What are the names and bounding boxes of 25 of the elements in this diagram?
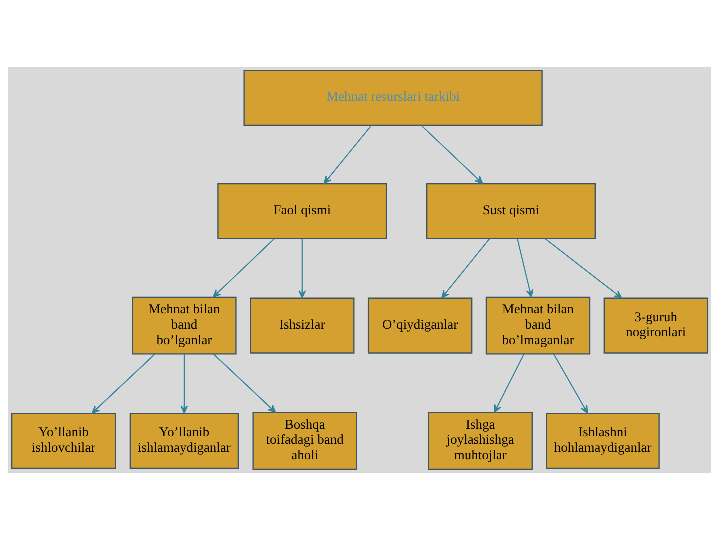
node-box: Sust qismi	[426, 183, 596, 240]
arrow	[517, 238, 534, 298]
node-box: Ishsizlar	[250, 298, 355, 354]
arrow	[213, 354, 276, 414]
node-box: Faol qismi	[218, 183, 388, 240]
node-box: Yo’llanib ishlovchilar	[11, 413, 116, 470]
arrow	[421, 125, 484, 184]
arrow	[324, 125, 372, 184]
arrow	[553, 354, 588, 414]
arrow	[441, 238, 490, 299]
arrow	[545, 238, 622, 299]
node-box: Mehnat bilan band bo’lmaganlar	[486, 296, 591, 355]
node-box: Mehnat resurslari tarkibi	[244, 70, 543, 126]
arrow	[298, 239, 306, 299]
node-box: Yo’llanib ishlamaydiganlar	[130, 413, 240, 470]
node-box: Ishga joylashishga muhtojlar	[428, 412, 533, 470]
arrow	[212, 238, 275, 298]
node-box: 3-guruh nogironlari	[604, 298, 709, 354]
node-box: Mehnat bilan band bo’lganlar	[132, 296, 237, 355]
node-box: Boshqa toifadagi band aholi	[252, 412, 358, 470]
node-box: Ishlashni hohlamaydiganlar	[546, 413, 660, 470]
arrow	[92, 354, 156, 414]
node-box: O’qiydiganlar	[368, 298, 473, 354]
arrow	[180, 354, 188, 414]
arrow	[494, 354, 525, 414]
